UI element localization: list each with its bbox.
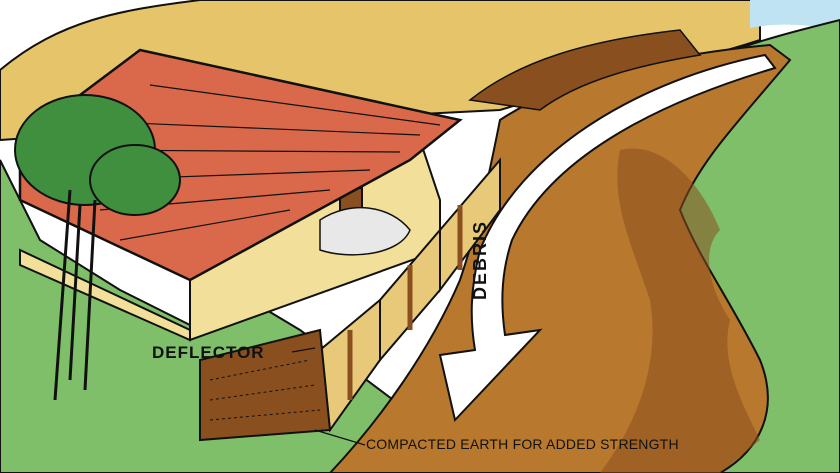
sky-patch bbox=[750, 0, 840, 30]
debris-label: DEBRIS bbox=[470, 219, 490, 300]
compacted-leader-line bbox=[314, 429, 366, 446]
tree bbox=[14, 94, 181, 401]
rock-pile bbox=[319, 207, 411, 256]
deflector-posts bbox=[347, 205, 463, 400]
debris-arrow bbox=[438, 53, 777, 423]
lawn bbox=[0, 159, 521, 473]
eroded-bank bbox=[600, 148, 760, 473]
upper-slide bbox=[468, 29, 702, 111]
deflector-leader-line bbox=[291, 347, 316, 353]
deflector-label: DEFLECTOR bbox=[152, 343, 265, 362]
compacted-earth-berm bbox=[199, 328, 332, 442]
compacted-earth-label: COMPACTED EARTH FOR ADDED STRENGTH bbox=[366, 436, 679, 452]
berm-texture bbox=[209, 359, 321, 421]
